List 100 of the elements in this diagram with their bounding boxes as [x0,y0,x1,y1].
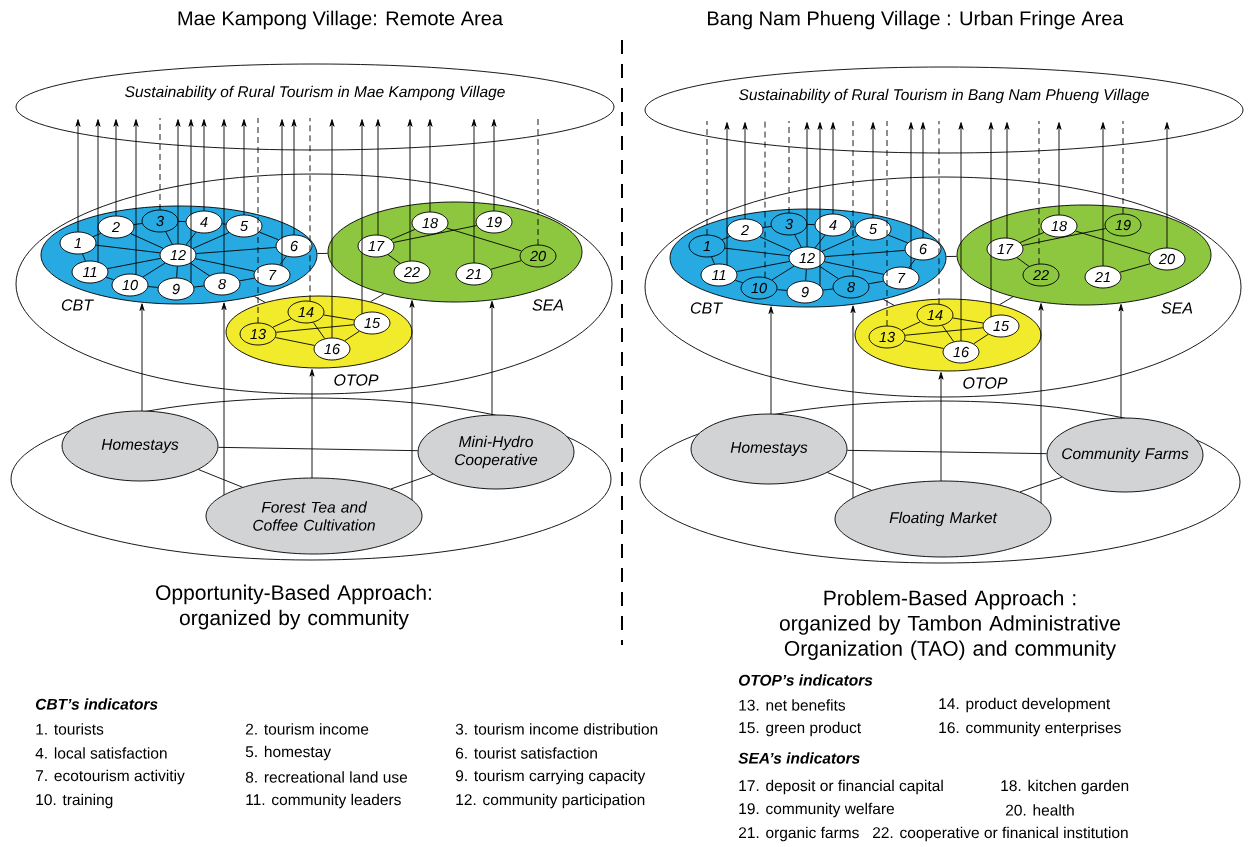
connector-line [190,262,210,277]
connector-line [147,286,159,288]
arrow [958,122,964,342]
connector-line [195,258,255,272]
indicator-node: 15 [353,311,391,335]
legend-item: 10. training [36,793,113,809]
dashed-line [764,120,766,279]
indicator-node: 19 [475,210,513,234]
indicator-node: 6 [275,234,313,258]
legend-item: 15. green product [739,721,861,737]
indicator-node: 11 [71,260,109,284]
dashed-line [1038,120,1040,265]
connector-line [390,473,434,490]
indicator-node: 17 [986,237,1024,261]
connector-line [259,231,279,241]
indicator-node: 10 [111,273,149,297]
connector-line [95,244,161,254]
arrow [427,119,433,213]
connector-line [1022,228,1106,246]
connector-line [904,327,984,336]
connector-line [762,226,772,228]
connector-line [734,279,744,284]
arrow [175,119,181,245]
arrow [201,119,207,212]
legend-item: 22. cooperative or finanical institution [873,826,1128,842]
arrow [113,119,119,217]
arrow [491,119,497,212]
arrow [188,119,194,284]
legend-item: 16. community enterprises [939,721,1121,737]
arrow [830,122,836,215]
node-label: OTOP [963,377,1008,389]
dashed-line [886,120,888,327]
connector-line [192,232,230,249]
connector-line [904,340,944,349]
legend-item: 18. kitchen garden [1001,779,1129,795]
arrow [1100,122,1106,267]
dashed-line [788,120,790,214]
connector-line [1019,476,1063,493]
connector-line [819,265,839,280]
connector-line [945,255,958,257]
indicator-node: 12 [159,243,197,267]
indicator-node: 11 [700,263,738,287]
connector-line [721,236,731,241]
arrow [359,119,365,315]
arrow [241,119,247,216]
indicator-node: 13 [868,325,906,349]
dashed-line [938,120,940,305]
indicator-node: 4 [185,210,223,234]
connector-line [882,299,895,306]
arrow [489,300,495,416]
connector-line [850,226,856,228]
connector-line [973,333,989,345]
legend-item: 11. community leaders [246,793,401,809]
connector-line [999,296,1014,306]
indicator-node: 8 [203,272,241,296]
connector-line [807,223,816,226]
connector-line [901,321,921,331]
connector-line [941,325,955,342]
arrow [920,122,926,239]
connector-line [794,234,802,248]
indicator-node: 13 [239,322,277,346]
connector-line [316,252,329,254]
connector-line [824,250,906,258]
connector-line [1019,232,1045,243]
connector-line [312,322,326,339]
legend-item: 5. homestay [245,745,332,761]
arrow [407,119,413,262]
connector-line [130,233,164,249]
connector-line [846,449,1048,455]
dashed-line [159,117,161,211]
indicator-node: 22 [1022,263,1060,287]
arrow [870,122,876,219]
connector-line [275,337,315,346]
connector-line [142,262,166,278]
dashed-line [1122,120,1124,215]
indicator-node: 21 [1084,265,1122,289]
connector-line [1075,230,1151,255]
indicator-node: 1 [59,231,97,255]
indicator-node: 15 [982,314,1020,338]
connector-line [370,293,385,303]
indicator-node: 9 [786,280,824,304]
indicator-node: 3 [141,209,179,233]
indicator-node: 8 [832,275,870,299]
connector-line [771,265,795,281]
indicator-node: 19 [1104,213,1142,237]
arrow [375,119,381,236]
approach-caption: Problem-Based Approach : organized by Tambon Administrative Organization (TAO) and community [779,590,1120,660]
legend-item: 3. tourism income distribution [455,723,658,735]
dashed-line [309,117,311,302]
arrow [1056,122,1062,216]
arrow [471,119,477,264]
connector-line [824,261,884,275]
legend-item: 8. recreational land use [245,771,408,783]
legend-item: 2. tourism income [246,723,369,735]
indicator-node: 20 [519,244,557,268]
connector-line [776,289,788,291]
connector-line [908,258,916,269]
arrow [908,122,914,270]
connector-line [711,256,715,265]
connector-line [827,472,872,491]
